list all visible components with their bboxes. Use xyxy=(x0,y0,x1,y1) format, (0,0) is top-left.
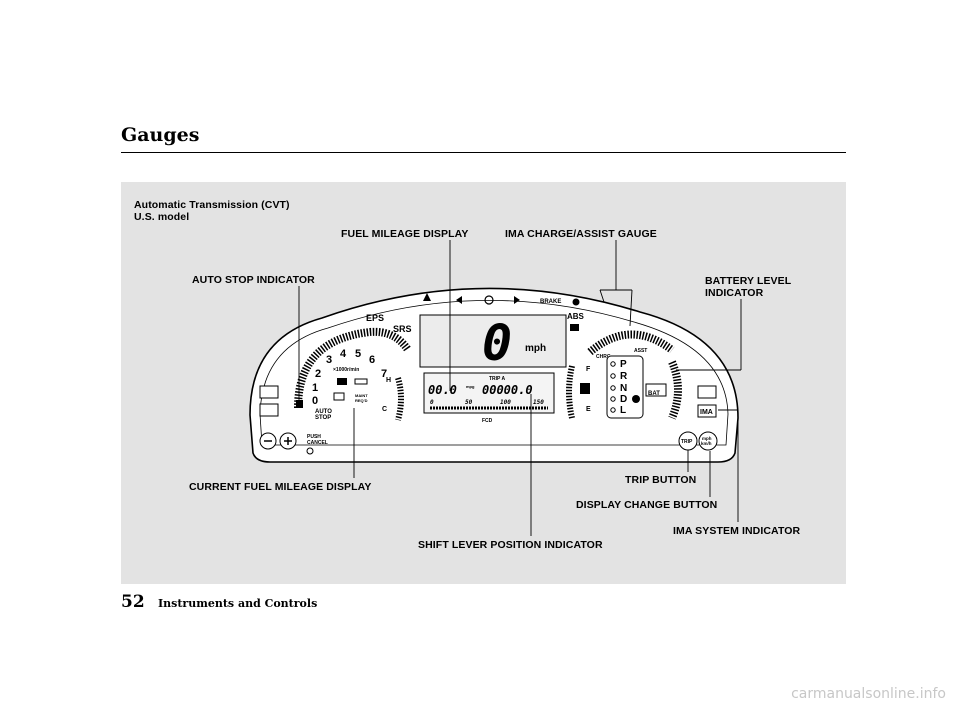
caption-line-2: U.S. model xyxy=(134,211,190,223)
ima-system-indicator-lamp xyxy=(697,404,717,418)
tach-unit: ×1000r/min xyxy=(333,367,359,373)
battery-label-line-1: BATTERY LEVEL xyxy=(705,275,792,287)
page-number: 52 xyxy=(121,592,145,612)
auto-stop-text-2: STOP xyxy=(315,415,331,421)
tach-1: 1 xyxy=(312,382,318,394)
s-mode-icon xyxy=(632,395,640,403)
label-fuel-mileage-display: FUEL MILEAGE DISPLAY xyxy=(341,228,469,240)
tach-0: 0 xyxy=(312,395,318,407)
battery-label-line-2: INDICATOR xyxy=(705,287,764,299)
headlight-icon xyxy=(484,295,494,305)
temp-h: H xyxy=(386,377,391,384)
reqd-label: REQ'D xyxy=(355,398,368,403)
title-rule xyxy=(121,152,846,153)
fuel-mileage-lcd xyxy=(423,372,555,414)
seatbelt-icon xyxy=(423,293,431,301)
fuel-f: F xyxy=(586,366,591,373)
figure-caption: Automatic Transmission (CVT) U.S. model xyxy=(134,199,290,223)
charging-icon xyxy=(333,392,345,401)
cluster-inner-bezel xyxy=(259,300,729,446)
immobilizer-lamp xyxy=(259,385,279,399)
right-blank-lamp xyxy=(697,385,717,399)
turn-left-icon xyxy=(456,296,462,304)
speed-unit: mph xyxy=(525,343,546,354)
maint-label: MAINT xyxy=(355,393,368,398)
tach-3: 3 xyxy=(326,354,332,366)
fcd-label: FCD xyxy=(482,418,493,424)
tach-5: 5 xyxy=(355,348,361,360)
oil-pressure-icon xyxy=(572,298,580,306)
shift-position-panel xyxy=(606,355,644,419)
auto-stop-text-1: AUTO xyxy=(315,409,332,415)
oil-can-icon xyxy=(354,378,368,385)
page-title: Gauges xyxy=(121,124,200,146)
ima-label: IMA xyxy=(700,409,713,416)
odometer-value: 00000.0 xyxy=(482,383,533,397)
label-battery-level-indicator: BATTERY LEVEL INDICATOR xyxy=(705,275,791,299)
chrg-label: CHRG xyxy=(596,354,611,360)
label-ima-charge-assist-gauge: IMA CHARGE/ASSIST GAUGE xyxy=(505,228,657,240)
display-change-button[interactable] xyxy=(698,431,718,451)
eps-indicator: EPS xyxy=(366,313,384,323)
mph-button-text-1: mph xyxy=(702,436,712,441)
turn-right-icon xyxy=(514,296,520,304)
tach-2: 2 xyxy=(315,368,321,380)
push-label: PUSH xyxy=(307,434,321,440)
speedometer-display xyxy=(419,314,567,368)
tach-6: 6 xyxy=(369,354,375,366)
left-blank-lamp xyxy=(259,403,279,417)
label-ima-system-indicator: IMA SYSTEM INDICATOR xyxy=(673,525,801,537)
cancel-label: CANCEL xyxy=(307,440,328,446)
scale-50: 50 xyxy=(465,399,473,406)
battery-level-indicator-lamp xyxy=(645,383,667,397)
speed-value: 0 xyxy=(482,314,512,372)
scale-150: 150 xyxy=(533,399,544,406)
callout-leader-lines xyxy=(298,240,742,536)
section-name: Instruments and Controls xyxy=(158,597,318,610)
scale-100: 100 xyxy=(500,399,511,406)
ima-charge-assist-gauge xyxy=(587,330,675,356)
brake-indicator: BRAKE xyxy=(540,299,561,305)
trip-button-text: TRIP xyxy=(681,439,693,445)
mph-button-text-2: km/h xyxy=(701,441,712,446)
check-engine-icon xyxy=(337,378,347,385)
gear-r: R xyxy=(620,371,628,382)
auto-stop-indicator-lamp xyxy=(296,400,303,408)
fuel-pump-icon xyxy=(580,383,590,394)
tach-4: 4 xyxy=(340,348,347,360)
mileage-unit: mpg xyxy=(466,384,475,389)
scale-0: 0 xyxy=(430,399,434,406)
trip-a-label: TRIP A xyxy=(489,376,506,382)
tach-7: 7 xyxy=(381,368,387,380)
label-shift-lever-position-indicator: SHIFT LEVER POSITION INDICATOR xyxy=(418,539,603,551)
abs-indicator: ABS xyxy=(567,312,585,321)
gear-n: N xyxy=(620,383,627,394)
tachometer-arc xyxy=(294,327,412,409)
mileage-value: 00.0 xyxy=(428,383,457,397)
label-auto-stop-indicator: AUTO STOP INDICATOR xyxy=(192,274,315,286)
label-current-fuel-mileage-display: CURRENT FUEL MILEAGE DISPLAY xyxy=(189,481,372,493)
asst-label: ASST xyxy=(634,348,647,354)
label-display-change-button: DISPLAY CHANGE BUTTON xyxy=(576,499,718,511)
watermark: carmanualsonline.info xyxy=(791,686,946,702)
caption-line-1: Automatic Transmission (CVT) xyxy=(134,199,290,211)
temp-c: C xyxy=(382,406,387,413)
fuel-warning-icon xyxy=(570,324,579,331)
gear-p: P xyxy=(620,359,627,370)
reset-icon xyxy=(306,447,314,455)
bat-label: BAT xyxy=(648,391,660,397)
temperature-gauge xyxy=(395,377,404,421)
gear-d: D xyxy=(620,394,627,405)
fuel-gauge xyxy=(566,365,575,419)
gear-l: L xyxy=(620,405,626,416)
srs-indicator: SRS xyxy=(393,324,412,334)
fuel-e: E xyxy=(586,406,591,413)
label-trip-button: TRIP BUTTON xyxy=(625,474,697,486)
